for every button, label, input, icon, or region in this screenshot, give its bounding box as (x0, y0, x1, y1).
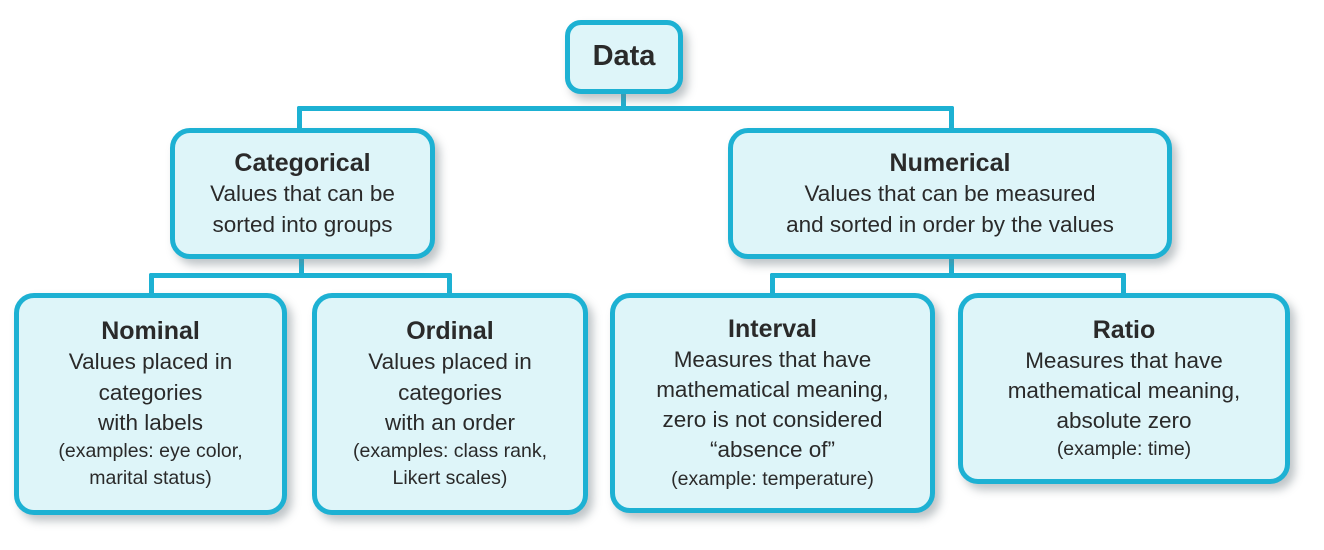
node-categorical-description: Values that can be sorted into groups (210, 181, 395, 237)
connector-categorical-stem (299, 256, 304, 278)
node-interval: Interval Measures that have mathematical… (610, 293, 935, 513)
connector-numerical-children-hbar (770, 273, 1126, 278)
connector-numerical-drop (949, 106, 954, 132)
connector-interval-drop (770, 273, 775, 297)
connector-categorical-drop (297, 106, 302, 132)
node-ordinal-title: Ordinal (406, 317, 494, 346)
node-ordinal: Ordinal Values placed in categories with… (312, 293, 588, 515)
node-nominal-example: (examples: eye color, marital status) (58, 439, 243, 490)
node-ratio-description: Measures that have mathematical meaning,… (1007, 347, 1241, 433)
connector-ratio-drop (1121, 273, 1126, 297)
node-ratio: Ratio Measures that have mathematical me… (958, 293, 1290, 484)
node-categorical-title: Categorical (234, 149, 371, 178)
node-interval-title: Interval (728, 315, 817, 344)
node-nominal: Nominal Values placed in categories with… (14, 293, 287, 515)
node-data-title: Data (592, 40, 656, 73)
node-numerical: Numerical Values that can be measured an… (728, 128, 1172, 259)
node-interval-example: (example: temperature) (671, 467, 874, 490)
node-ordinal-example: (examples: class rank, Likert scales) (353, 439, 547, 490)
connector-nominal-drop (149, 273, 154, 297)
node-nominal-title: Nominal (101, 317, 200, 346)
node-ratio-example: (example: time) (1056, 438, 1192, 461)
node-numerical-description: Values that can be measured and sorted i… (786, 181, 1114, 237)
connector-numerical-stem (949, 256, 954, 278)
node-categorical: Categorical Values that can be sorted in… (170, 128, 435, 259)
node-ratio-title: Ratio (1092, 315, 1156, 344)
connector-ordinal-drop (447, 273, 452, 297)
node-nominal-description: Values placed in categories with labels (68, 349, 233, 435)
node-data: Data (565, 20, 683, 94)
connector-root-stem (621, 92, 626, 111)
node-interval-description: Measures that have mathematical meaning,… (656, 347, 889, 463)
node-numerical-title: Numerical (889, 149, 1011, 178)
connector-level1-hbar (297, 106, 954, 111)
node-ordinal-description: Values placed in categories with an orde… (368, 349, 532, 435)
connector-categorical-children-hbar (149, 273, 452, 278)
